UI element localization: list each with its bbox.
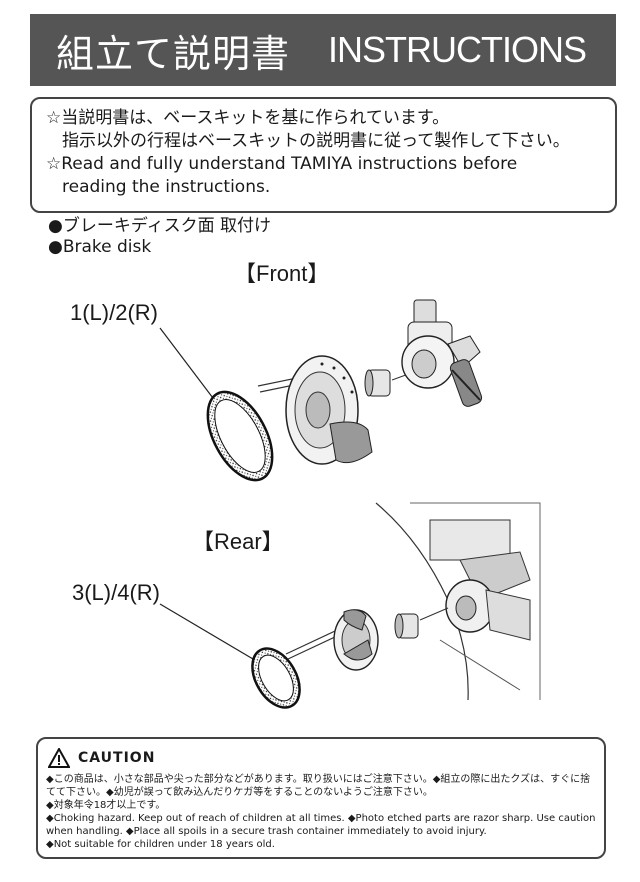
- caution-text: ◆この商品は、小さな部品や尖った部分などがあります。取り扱いにはご注意下さい。◆…: [46, 773, 596, 851]
- front-brake-disk-part: [206, 390, 274, 482]
- section-title-english: ●Brake disk: [48, 237, 152, 257]
- rear-leader-line: [159, 603, 259, 663]
- section-heading: ●ブレーキディスク面 取付け ●Brake disk: [48, 215, 271, 258]
- notice-line-3: ☆Read and fully understand TAMIYA instru…: [46, 154, 518, 174]
- front-brake-rotor-icon: [285, 355, 373, 465]
- front-bearing-icon: [364, 369, 415, 397]
- notice-line-2: 指示以外の行程はベースキットの説明書に従って製作して下さい。: [62, 131, 570, 151]
- rear-brake-rotor-icon: [333, 609, 379, 671]
- notice-line-1: ☆当説明書は、ベースキットを基に作られています。: [46, 108, 450, 128]
- notice-box: ☆当説明書は、ベースキットを基に作られています。 指示以外の行程はベースキットの…: [30, 97, 617, 213]
- rear-brake-disk-part: [251, 647, 301, 709]
- front-leader-line: [159, 327, 223, 411]
- title-banner: 組立て説明書 INSTRUCTIONS: [30, 14, 616, 86]
- rear-bearing-icon: [394, 607, 449, 639]
- front-part-number: 1(L)/2(R): [70, 300, 159, 325]
- front-label: 【Front】: [234, 261, 330, 286]
- caution-box: CAUTION ◆この商品は、小さな部品や尖った部分などがあります。取り扱いには…: [36, 737, 606, 859]
- caution-line-3: ◆Choking hazard. Keep out of reach of ch…: [46, 813, 596, 837]
- title-english: INSTRUCTIONS: [328, 29, 587, 70]
- rear-label: 【Rear】: [192, 529, 284, 554]
- title-japanese: 組立て説明書: [56, 31, 291, 76]
- rear-part-number: 3(L)/4(R): [72, 580, 161, 605]
- rear-suspension-outline: [375, 502, 541, 701]
- front-upright-icon: [401, 299, 483, 407]
- caution-title: CAUTION: [78, 750, 156, 766]
- caution-line-4: ◆Not suitable for children under 18 year…: [46, 839, 275, 850]
- caution-heading: CAUTION: [48, 748, 155, 768]
- notice-line-4: reading the instructions.: [62, 177, 271, 197]
- caution-line-1: ◆この商品は、小さな部品や尖った部分などがあります。取り扱いにはご注意下さい。◆…: [46, 774, 591, 798]
- warning-icon: [48, 748, 70, 768]
- caution-line-2: ◆対象年令18才以上です。: [46, 800, 166, 811]
- section-title-japanese: ●ブレーキディスク面 取付け: [48, 216, 272, 236]
